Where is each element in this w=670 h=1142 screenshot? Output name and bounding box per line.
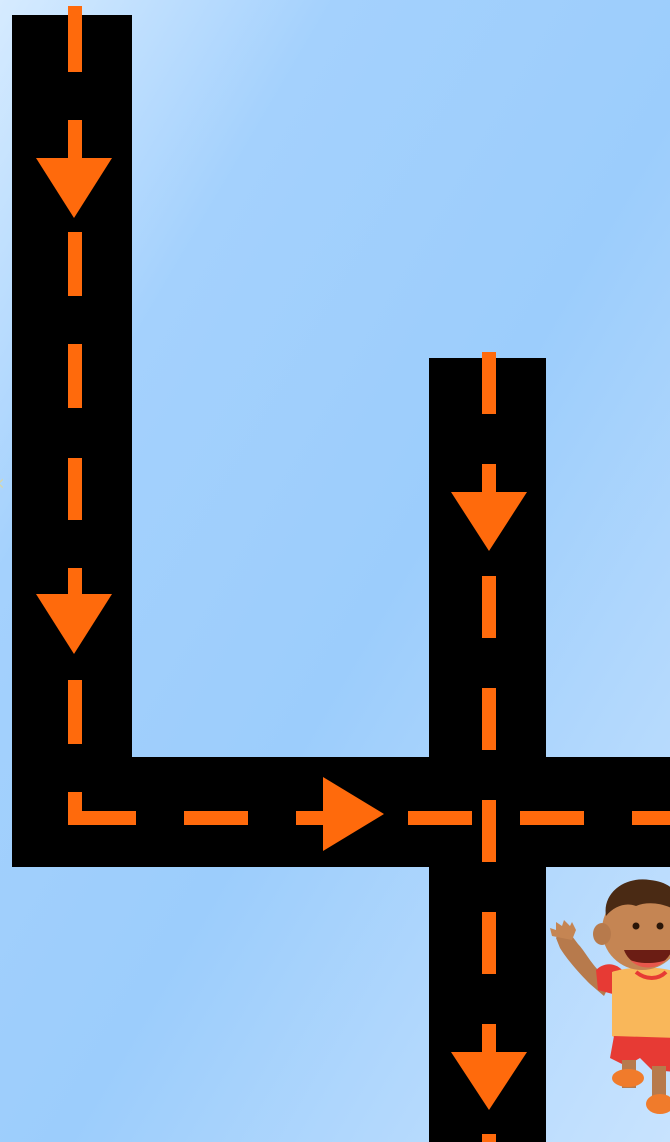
direction-arrows bbox=[36, 158, 527, 1110]
tongue bbox=[630, 960, 666, 968]
head bbox=[602, 890, 670, 970]
down-arrow-icon bbox=[451, 492, 527, 551]
hair bbox=[605, 879, 670, 916]
ear bbox=[593, 923, 611, 945]
lane-corner bbox=[68, 792, 136, 825]
down-arrow-icon bbox=[451, 1052, 527, 1110]
shoe bbox=[646, 1094, 670, 1114]
hand-icon bbox=[550, 920, 576, 940]
shoe bbox=[612, 1069, 644, 1087]
collar bbox=[634, 970, 668, 980]
right-arrow-icon bbox=[323, 777, 384, 851]
down-arrow-icon bbox=[36, 158, 112, 218]
edge-glyph: ‹ bbox=[0, 471, 5, 496]
shirt bbox=[612, 967, 670, 1045]
leg bbox=[652, 1066, 666, 1096]
eye bbox=[656, 922, 664, 930]
eye bbox=[632, 922, 640, 930]
waving-child-illustration bbox=[550, 879, 670, 1114]
down-arrow-icon bbox=[36, 594, 112, 654]
